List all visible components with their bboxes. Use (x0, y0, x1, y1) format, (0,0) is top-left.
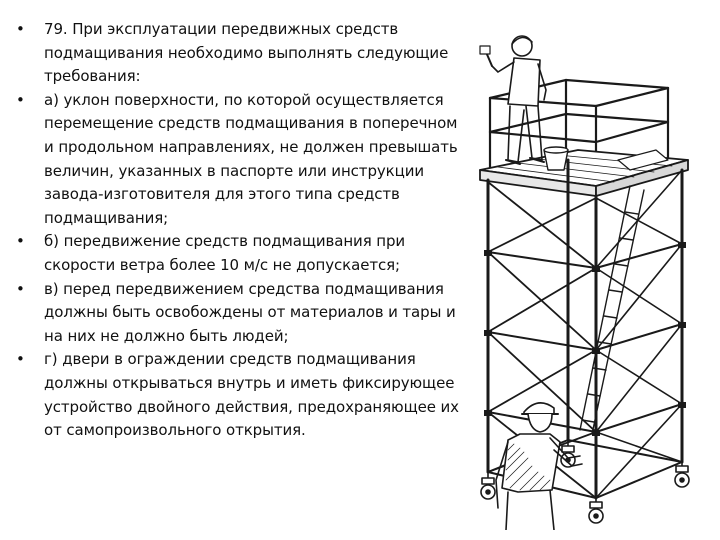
bullet-icon: • (16, 279, 25, 298)
list-item: • б) передвижение средств подмащивания п… (14, 230, 462, 277)
tower-posts (486, 158, 684, 500)
list-item: • а) уклон поверхности, по которой осуще… (14, 89, 462, 231)
worker-on-platform (479, 35, 547, 165)
mobile-scaffold-tower-illustration (468, 10, 714, 530)
item-text: 79. При эксплуатации передвижных средств… (44, 20, 449, 86)
list-item: • в) перед передвижением средства подмащ… (14, 278, 462, 349)
list-item: • г) двери в ограждении средств подмащив… (14, 348, 462, 442)
platform-deck (479, 146, 689, 197)
requirements-list: • 79. При эксплуатации передвижных средс… (14, 18, 462, 443)
item-text: б) передвижение средств подмащивания при… (44, 232, 406, 274)
worker-at-base (495, 402, 583, 530)
item-text: в) перед передвижением средства подмащив… (44, 279, 456, 345)
item-text: г) двери в ограждении средств подмащиван… (44, 350, 459, 440)
ladder (579, 185, 645, 435)
bullet-icon: • (16, 350, 25, 369)
bullet-icon: • (16, 20, 25, 38)
item-text: а) уклон поверхности, по которой осущест… (44, 90, 458, 227)
bullet-icon: • (16, 90, 25, 109)
list-item: • 79. При эксплуатации передвижных средс… (14, 18, 462, 89)
side-braces (595, 169, 683, 499)
bullet-icon: • (16, 232, 25, 251)
wheel-icon (480, 439, 690, 524)
